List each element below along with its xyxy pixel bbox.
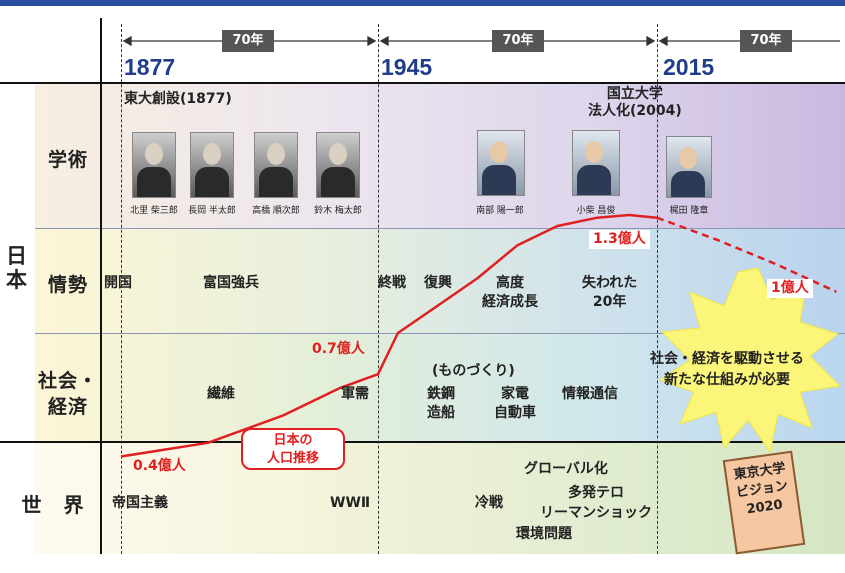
world-cold-war: 冷戦 (475, 495, 503, 511)
portrait-photo (666, 136, 712, 198)
society-appliances: 家電 自動車 (494, 386, 536, 421)
situation-label: 情勢 (47, 274, 88, 296)
person-name: 高橋 順次郎 (252, 206, 300, 216)
society-steel: 鉄鋼 造船 (427, 386, 455, 421)
era-span-1: 70年 (222, 30, 274, 52)
era-span-2: 70年 (492, 30, 544, 52)
japan-label: 日本 (6, 244, 28, 292)
portrait-photo (477, 130, 525, 196)
world-environment: 環境問題 (516, 526, 572, 542)
arrowhead (122, 35, 132, 47)
population-projection-line (656, 216, 837, 293)
world-label: 世 界 (21, 493, 85, 517)
header-divider (0, 82, 845, 84)
new-mechanism-text: 社会・経済を駆動させる 新たな仕組みが必要 (650, 351, 804, 388)
year-1945: 1945 (381, 54, 433, 80)
situation-opening: 開国 (104, 275, 132, 291)
era-line-2015 (657, 24, 658, 554)
top-border (0, 0, 845, 6)
portrait-photo (254, 132, 298, 198)
world-ww2: WWⅡ (330, 495, 371, 511)
academic-label: 学術 (47, 149, 88, 171)
incorporation-label: 国立大学 法人化(2004) (588, 86, 682, 119)
label-column-divider (100, 18, 102, 554)
world-imperialism: 帝国主義 (112, 495, 168, 511)
vision-2020-card: 東京大学 ビジョン 2020 (722, 450, 806, 555)
world-row (35, 441, 845, 554)
person-name: 梶田 隆章 (669, 206, 709, 216)
situation-recovery: 復興 (424, 275, 452, 291)
row-separator (35, 333, 845, 334)
portrait-photo (190, 132, 234, 198)
year-2015: 2015 (663, 54, 715, 80)
portrait-photo (132, 132, 176, 198)
portrait-photo (316, 132, 360, 198)
row-separator (35, 228, 845, 229)
portrait-photo (572, 130, 620, 196)
society-monozukuri: (ものづくり) (432, 363, 515, 379)
population-callout: 日本の 人口推移 (241, 428, 345, 470)
world-lehman: リーマンショック (540, 505, 652, 521)
era-line-1877 (121, 24, 122, 554)
world-global: グローバル化 (524, 461, 608, 477)
person-name: 小柴 昌俊 (576, 206, 616, 216)
person-name: 南部 陽一郎 (476, 206, 524, 216)
person-name: 鈴木 梅太郎 (314, 206, 362, 216)
situation-war-end: 終戦 (378, 275, 406, 291)
population-1877-label: 0.4億人 (133, 458, 186, 474)
person-name: 北里 柴三郎 (130, 206, 178, 216)
japan-world-divider (0, 441, 845, 443)
arrowhead (646, 35, 656, 47)
population-line (120, 213, 658, 458)
starburst-shape (658, 267, 842, 454)
world-terror: 多発テロ (568, 485, 624, 501)
founding-label: 東大創設(1877) (124, 91, 232, 107)
era-span-3: 70年 (740, 30, 792, 52)
arrowhead (367, 35, 377, 47)
situation-lost: 失われた 20年 (582, 275, 638, 310)
person-name: 長岡 半太郎 (188, 206, 236, 216)
arrowhead (658, 35, 668, 47)
situation-growth: 高度 経済成長 (482, 275, 538, 310)
society-military: 軍需 (341, 386, 369, 402)
arrowhead (379, 35, 389, 47)
population-peak-label: 1.3億人 (589, 230, 650, 249)
situation-wealth: 富国強兵 (203, 275, 259, 291)
society-textile: 繊維 (207, 386, 235, 402)
era-line-1945 (378, 24, 379, 554)
population-future-label: 1億人 (767, 279, 813, 298)
population-chart (120, 213, 837, 458)
society-it: 情報通信 (562, 386, 618, 402)
population-1945-label: 0.7億人 (312, 341, 365, 357)
society-label: 社会・ 経済 (38, 370, 99, 418)
year-1877: 1877 (124, 54, 176, 80)
